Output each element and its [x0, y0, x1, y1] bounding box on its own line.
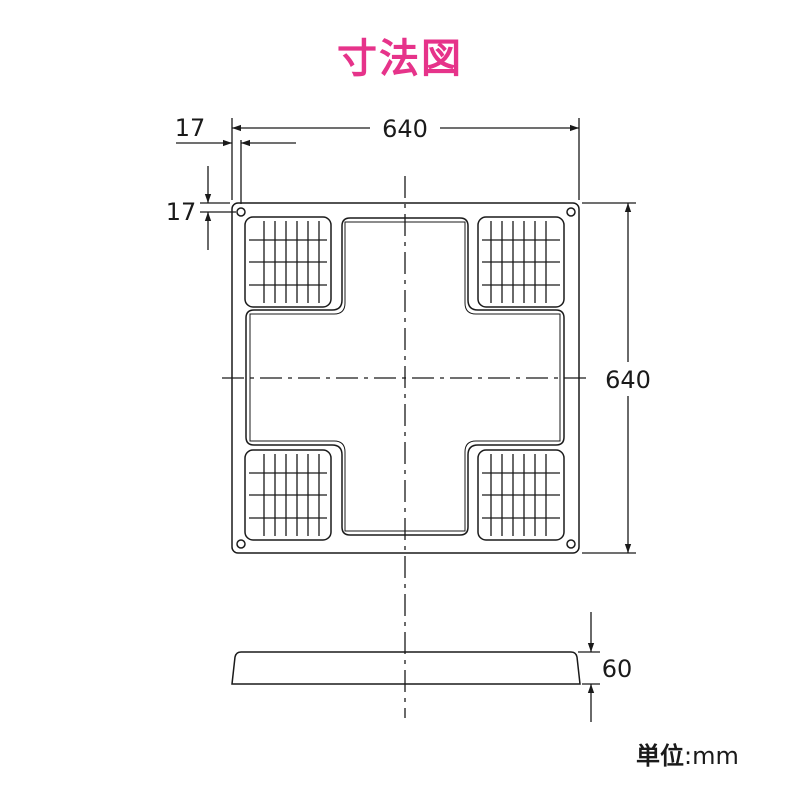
- unit-note: 単位:mm: [636, 736, 739, 771]
- corner-grille-bottom-left: [244, 449, 332, 541]
- hole-top-right: [566, 207, 576, 217]
- offset-y-dimension: [200, 166, 236, 250]
- cross-recess-inner: [249, 221, 561, 532]
- pan-side-view: [231, 651, 581, 685]
- unit-separator: :: [684, 742, 693, 770]
- width-dimension: [231, 118, 580, 200]
- corner-grille-top-right: [477, 216, 565, 308]
- width-label: 640: [382, 115, 428, 143]
- hole-bottom-right: [566, 539, 576, 549]
- cross-recess: [245, 217, 565, 536]
- height-dimension: [578, 612, 600, 722]
- depth-dimension: [582, 202, 636, 554]
- height-label: 60: [602, 655, 633, 683]
- unit-value: mm: [692, 742, 739, 770]
- offset-x-label: 17: [175, 114, 206, 142]
- depth-label: 640: [605, 366, 651, 394]
- unit-label: 単位: [636, 742, 684, 770]
- offset-x-dimension: [176, 139, 296, 204]
- offset-y-label: 17: [166, 198, 197, 226]
- corner-grille-bottom-right: [477, 449, 565, 541]
- diagram-title: 寸法図: [337, 36, 463, 82]
- hole-bottom-left: [236, 539, 246, 549]
- center-lines: [222, 176, 588, 718]
- corner-holes: [236, 207, 576, 549]
- hole-top-left: [236, 207, 246, 217]
- corner-grille-top-left: [244, 216, 332, 308]
